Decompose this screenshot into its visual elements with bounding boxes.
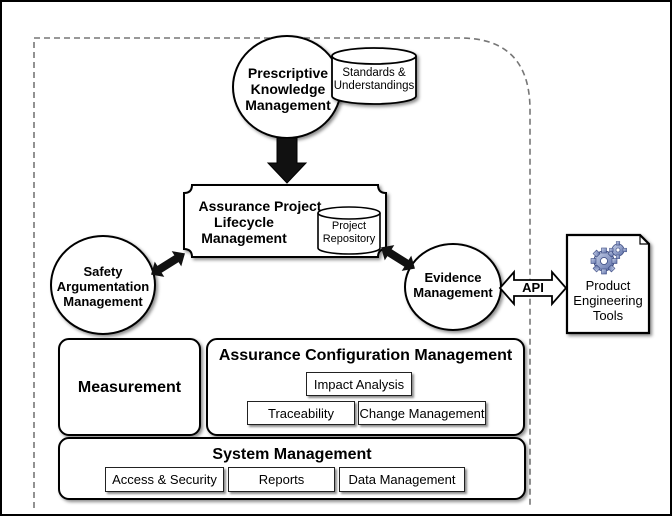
standards-cylinder <box>331 47 417 105</box>
standards-label: Standards & Understandings <box>332 67 416 93</box>
safety-label-line: Argumentation <box>56 278 150 294</box>
safety-label: Safety Argumentation Management <box>53 264 153 310</box>
platform-boundary <box>33 37 531 508</box>
tools-label-line: Engineering <box>573 292 643 308</box>
pkm-label-line: Prescriptive <box>247 65 329 81</box>
apl-label-line: Lifecycle <box>214 214 274 231</box>
apl-label: Assurance Project Lifecycle Management <box>196 198 346 246</box>
tools-label-line: Product <box>585 278 631 293</box>
safety-label-line: Management <box>63 293 143 309</box>
access-security-box: Access & Security <box>105 467 224 492</box>
api-label: API <box>522 280 544 295</box>
pkm-label-line: Management <box>245 97 331 114</box>
gears-icon <box>590 241 627 275</box>
project-repository-line: Repository <box>322 232 376 245</box>
tools-label: Product Engineering Tools <box>567 278 649 324</box>
reports-label: Reports <box>258 472 305 487</box>
data-management-box: Data Management <box>339 467 465 492</box>
standards-label-line: Understandings <box>333 80 415 93</box>
project-repository-cylinder <box>317 206 381 255</box>
evidence-label-line: Management <box>413 284 493 300</box>
apl-evidence-arrow <box>381 245 415 271</box>
acm-title: Assurance Configuration Management <box>218 347 513 364</box>
measurement-box <box>58 338 201 436</box>
traceability-label: Traceability <box>268 405 334 421</box>
safety-apl-arrow <box>151 251 185 277</box>
traceability-box: Traceability <box>247 401 355 425</box>
apl-label-line: Management <box>201 230 287 247</box>
system-management-title: System Management <box>212 446 372 463</box>
measurement-label: Measurement <box>77 379 182 396</box>
data-management-label: Data Management <box>348 472 456 487</box>
safety-label-line: Safety <box>83 264 123 279</box>
project-repository-line: Project <box>331 220 367 232</box>
evidence-label: Evidence Management <box>405 270 501 301</box>
change-management-box: Change Management <box>358 401 486 425</box>
reports-box: Reports <box>228 467 335 492</box>
pkm-label: Prescriptive Knowledge Management <box>236 65 340 113</box>
standards-label-line: Standards & <box>342 67 406 79</box>
impact-analysis-box: Impact Analysis <box>306 372 412 396</box>
safety-circle <box>50 235 156 335</box>
project-repository-label: Project Repository <box>318 220 380 245</box>
tools-label-line: Tools <box>592 307 624 323</box>
impact-analysis-label: Impact Analysis <box>313 376 405 392</box>
down-arrow <box>266 137 308 184</box>
change-management-label: Change Management <box>359 405 485 421</box>
tools-document <box>565 233 651 335</box>
access-security-label: Access & Security <box>112 472 217 487</box>
pkm-label-line: Knowledge <box>250 81 326 98</box>
apl-label-line: Assurance Project <box>198 198 322 214</box>
evidence-label-line: Evidence <box>424 270 482 285</box>
